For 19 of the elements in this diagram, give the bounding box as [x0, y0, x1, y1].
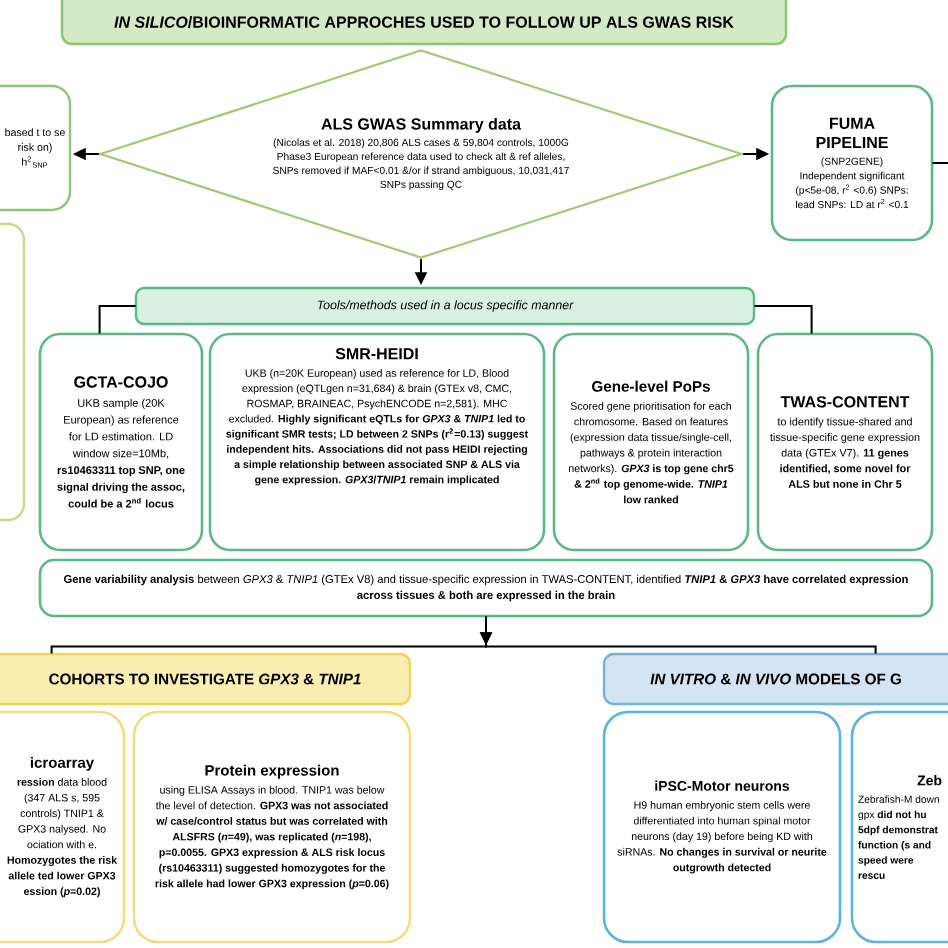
rounded-box [0, 222, 26, 522]
method-box [208, 332, 546, 552]
study-box [132, 710, 412, 944]
heading: ALS GWAS Summary data [321, 117, 522, 133]
study-box [602, 710, 842, 944]
section-banner: IN SILICO/BIOINFORMATIC APPROCHES USED TO FOLLOW UP ALS GWAS RISK [60, 0, 788, 46]
heading: SMR-HEIDI [335, 348, 418, 360]
connector-line [753, 305, 813, 335]
method-box [770, 84, 934, 242]
heading: GCTA-COJO [74, 376, 168, 388]
connector-line [98, 305, 137, 335]
method-box [756, 332, 934, 552]
connector-line [931, 162, 948, 164]
study-box [850, 710, 948, 944]
heading: TWAS-CONTENT [780, 396, 910, 408]
heading: FUMA PIPELINE [816, 117, 888, 149]
study-box [0, 710, 126, 944]
method-box [38, 332, 204, 552]
method-box [552, 332, 750, 552]
